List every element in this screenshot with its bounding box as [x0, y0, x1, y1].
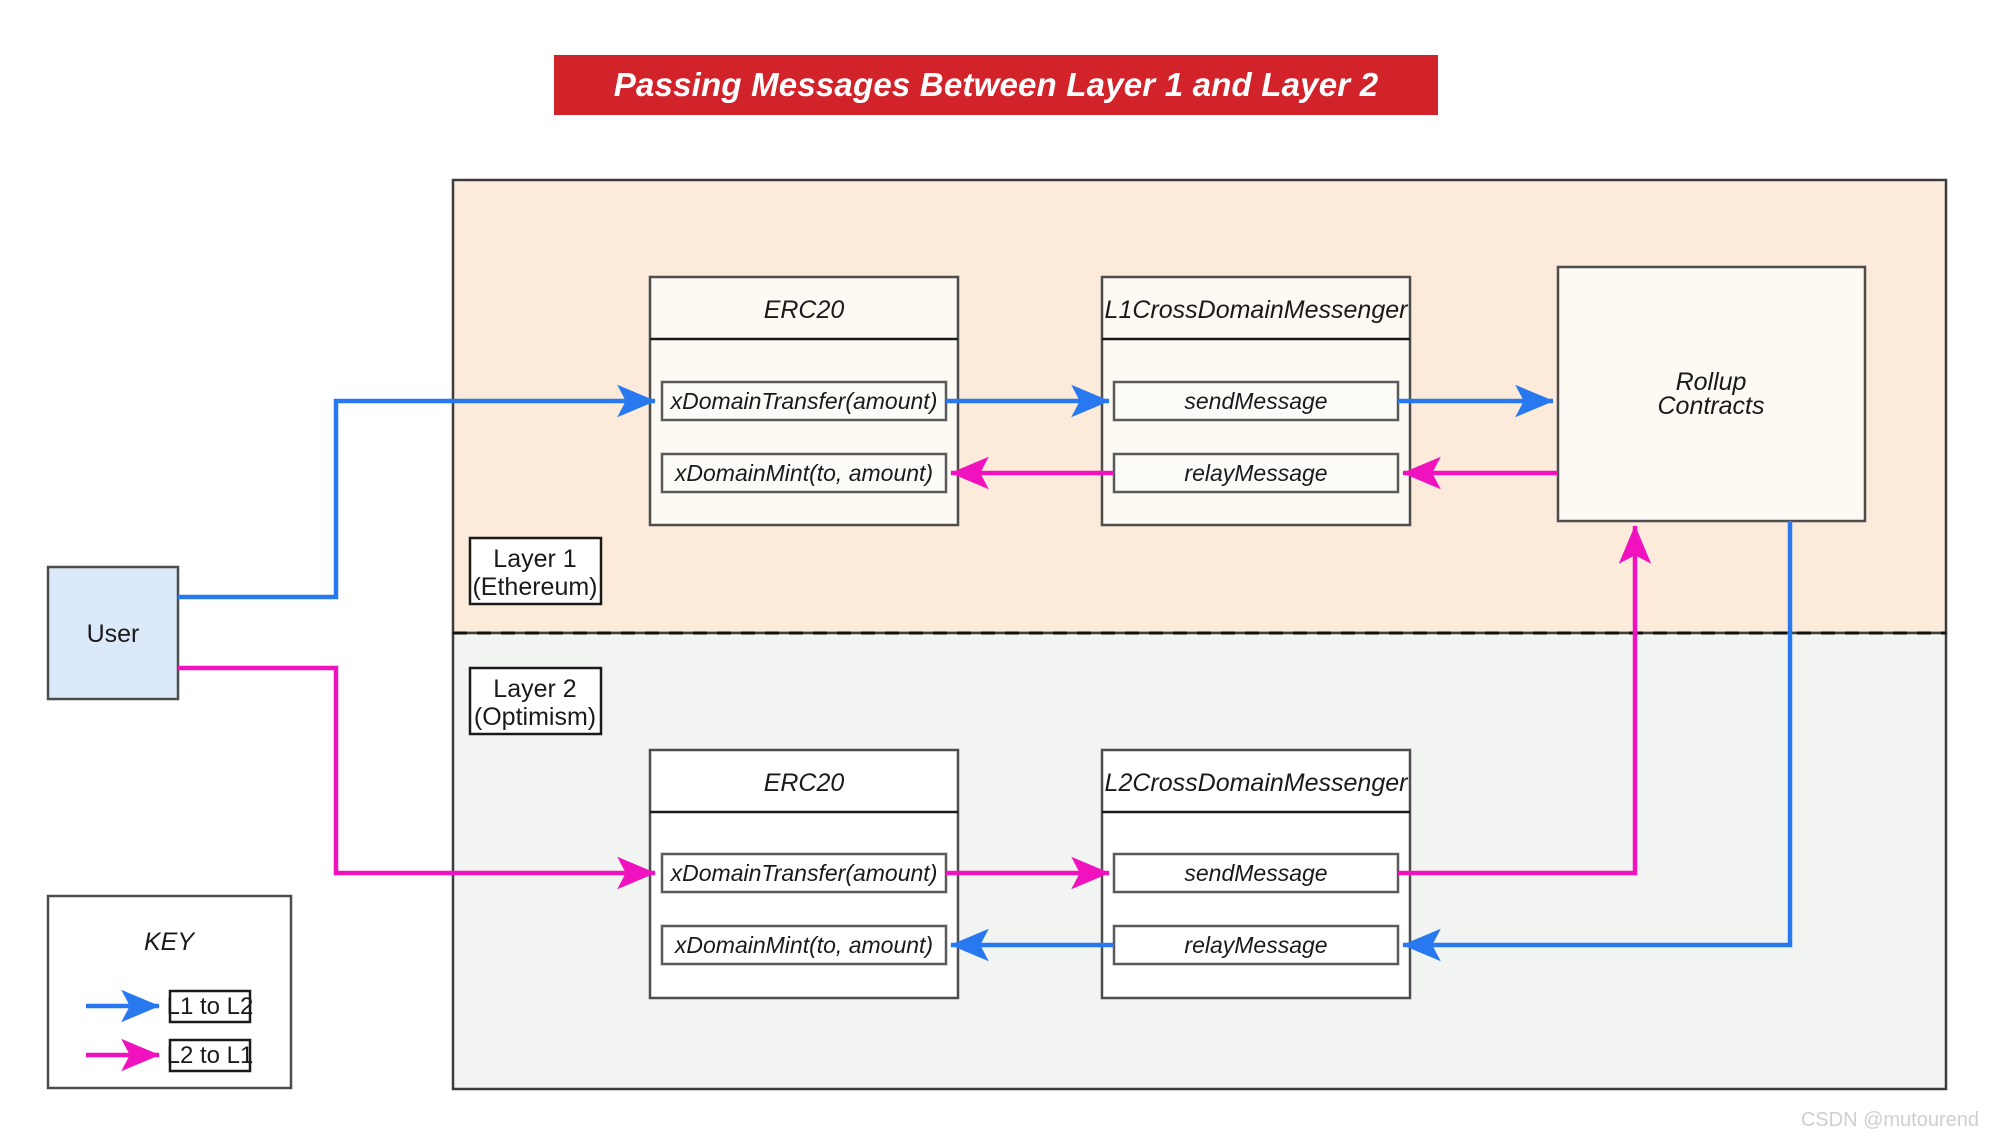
l1-erc20-title: ERC20 [764, 296, 845, 324]
layer1-badge-line2: (Ethereum) [472, 573, 597, 601]
user-label: User [87, 620, 140, 648]
key-entry-1-label: L2 to L1 [167, 1042, 254, 1069]
l1-erc20-method-xdomaintransfer[interactable]: xDomainTransfer(amount) [660, 380, 948, 422]
l2-messenger-method-0-label: sendMessage [1184, 860, 1327, 886]
l1-erc20-method-1-label: xDomainMint(to, amount) [674, 460, 933, 486]
layer2-badge-line2: (Optimism) [474, 703, 596, 731]
rollup-contracts-card[interactable]: Rollup Contracts [1556, 265, 1867, 523]
key-entry-0-label: L1 to L2 [167, 993, 254, 1020]
l2-erc20-title: ERC20 [764, 769, 845, 797]
layer2-badge-line1: Layer 2 [493, 675, 576, 703]
key-entry-l2-to-l1: L2 to L1 [86, 1038, 254, 1073]
key-legend: KEY L1 to L2 L2 to L1 [46, 894, 293, 1090]
l2-messenger-method-relaymessage[interactable]: relayMessage [1112, 924, 1400, 966]
l1-messenger-method-relaymessage[interactable]: relayMessage [1112, 452, 1400, 494]
l2-erc20-card[interactable]: ERC20 xDomainTransfer(amount) xDomainMin… [648, 748, 960, 1000]
key-entry-l1-to-l2: L1 to L2 [86, 989, 254, 1024]
l2-messenger-method-sendmessage[interactable]: sendMessage [1112, 852, 1400, 894]
l2-erc20-method-xdomainmint[interactable]: xDomainMint(to, amount) [660, 924, 948, 966]
user-node[interactable]: User [46, 565, 180, 701]
rollup-title-line1: Rollup [1676, 368, 1747, 396]
layer2-badge: Layer 2 (Optimism) [468, 666, 603, 736]
l1-erc20-method-0-label: xDomainTransfer(amount) [670, 388, 938, 414]
l2-erc20-method-1-label: xDomainMint(to, amount) [674, 932, 933, 958]
l2-messenger-method-1-label: relayMessage [1184, 932, 1327, 958]
l1-messenger-card[interactable]: L1CrossDomainMessenger sendMessage relay… [1100, 275, 1412, 527]
l1-erc20-method-xdomainmint[interactable]: xDomainMint(to, amount) [660, 452, 948, 494]
l2-messenger-card[interactable]: L2CrossDomainMessenger sendMessage relay… [1100, 748, 1412, 1000]
l1-erc20-card[interactable]: ERC20 xDomainTransfer(amount) xDomainMin… [648, 275, 960, 527]
connector-rollup-to-l2-messenger [1402, 521, 1793, 962]
l1-messenger-method-sendmessage[interactable]: sendMessage [1112, 380, 1400, 422]
title-banner: Passing Messages Between Layer 1 and Lay… [554, 55, 1438, 115]
l2-erc20-method-0-label: xDomainTransfer(amount) [670, 860, 938, 886]
l1-messenger-method-1-label: relayMessage [1184, 460, 1327, 486]
rollup-title-line2: Contracts [1658, 392, 1765, 420]
l2-erc20-method-xdomaintransfer[interactable]: xDomainTransfer(amount) [660, 852, 948, 894]
connector-l2-messenger-to-rollup [1398, 525, 1652, 876]
layer1-badge: Layer 1 (Ethereum) [468, 536, 603, 606]
l2-messenger-title: L2CrossDomainMessenger [1105, 769, 1410, 797]
page-title: Passing Messages Between Layer 1 and Lay… [613, 66, 1379, 103]
connector-user-to-l1-erc20 [178, 384, 656, 600]
l1-messenger-title: L1CrossDomainMessenger [1105, 296, 1410, 324]
watermark: CSDN @mutourend [1800, 1109, 1979, 1131]
connector-user-to-l2-erc20 [178, 665, 656, 890]
layer1-badge-line1: Layer 1 [493, 545, 576, 573]
l1-messenger-method-0-label: sendMessage [1184, 388, 1327, 414]
key-heading: KEY [144, 928, 196, 956]
